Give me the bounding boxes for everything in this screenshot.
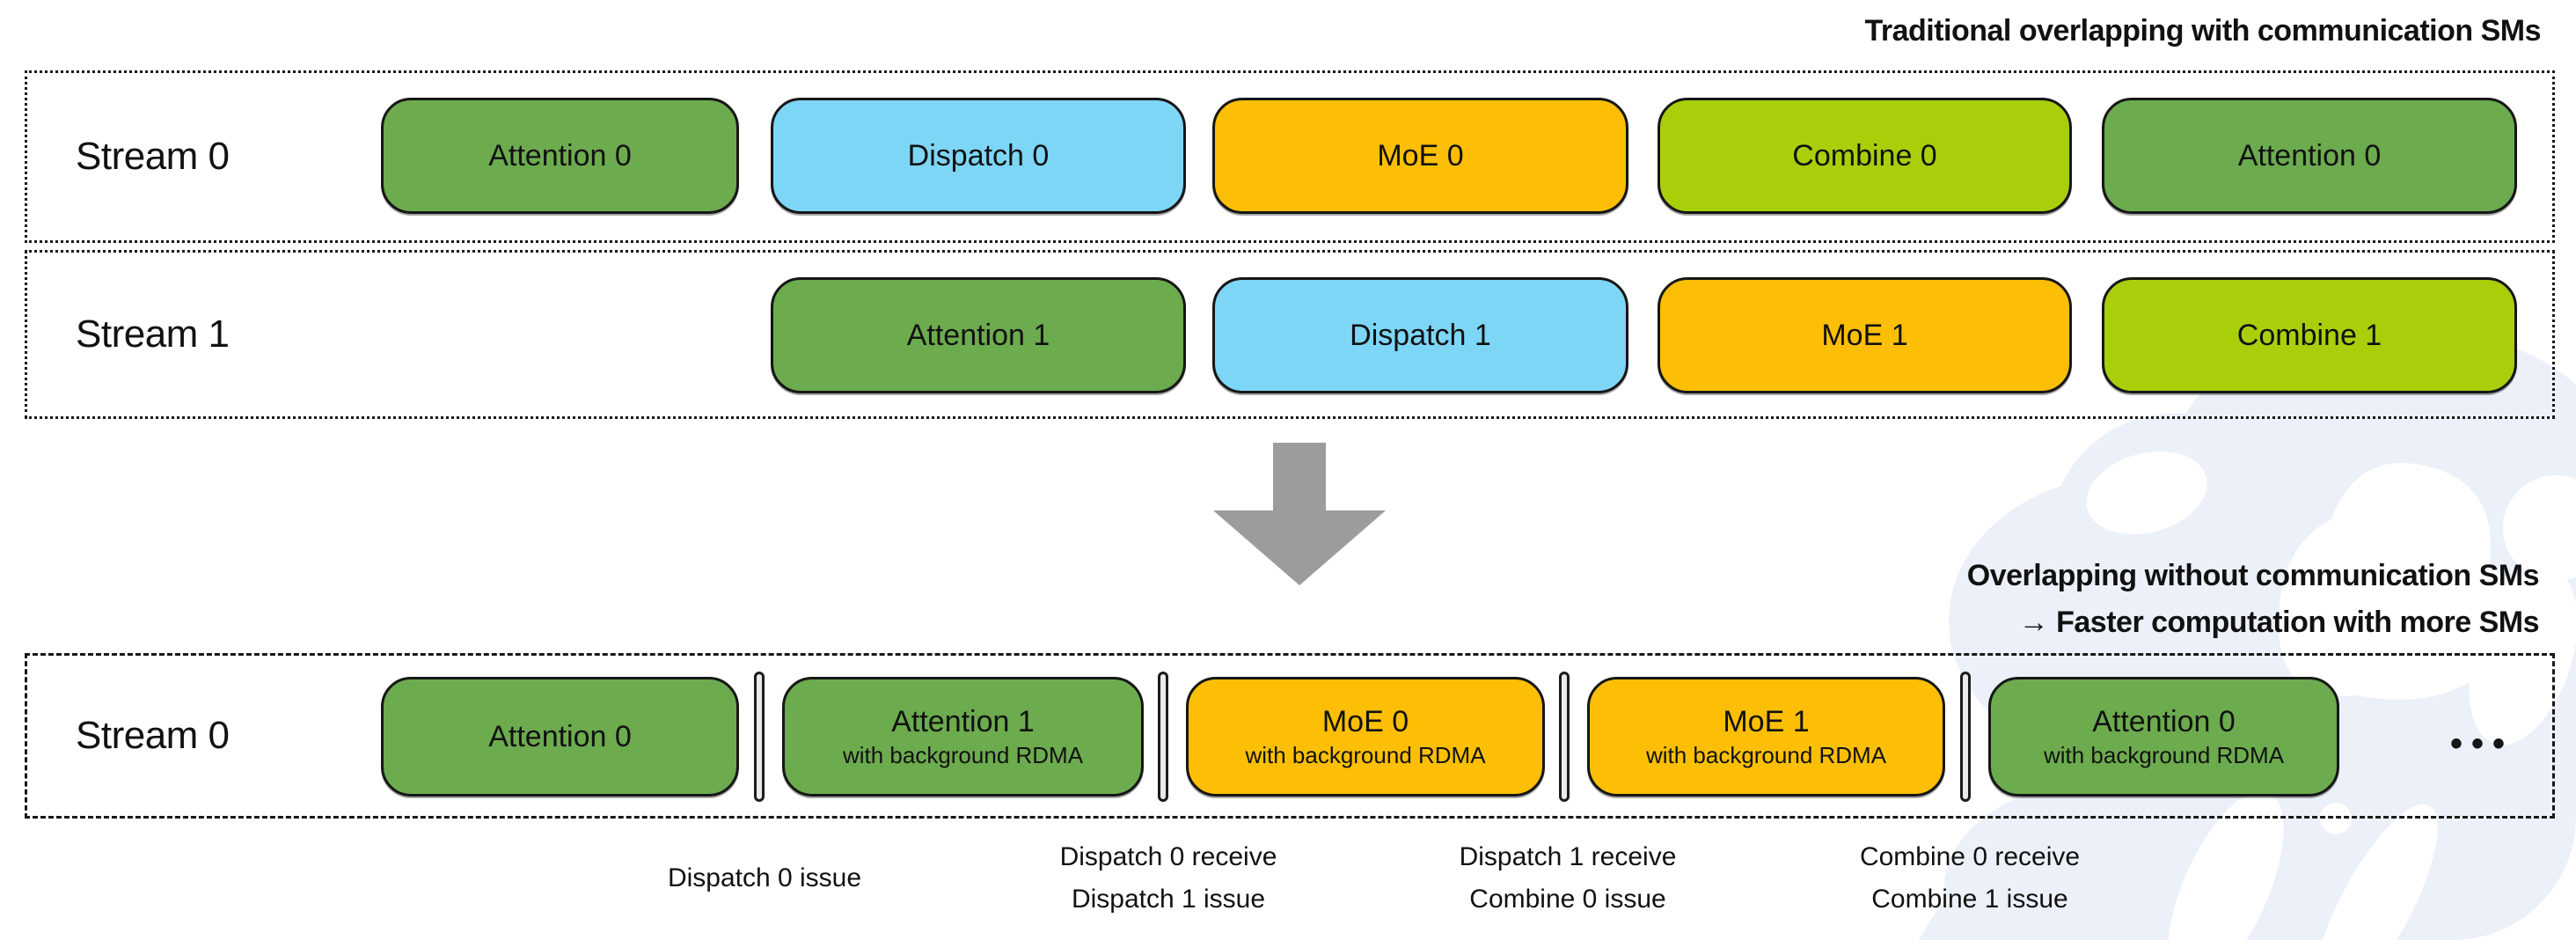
block-label: Attention 1 [906,319,1050,352]
traditional-stream1-row: Stream 1 Attention 1 Dispatch 1 MoE 1 Co… [25,250,2555,419]
overlapping-title: Overlapping without communication SMs → … [1966,553,2540,646]
annotation-line: Combine 0 issue [1469,885,1666,914]
block-attention-0-next: Attention 0 [2102,98,2517,214]
block-subtitle: with background RDMA [842,742,1084,768]
block-subtitle: with background RDMA [1245,742,1486,768]
annotation-line: Combine 1 issue [1871,885,2068,914]
block-attention-0: Attention 0 [381,98,739,214]
block-label: Attention 1 [891,705,1035,738]
block-label: Combine 0 [1792,139,1937,173]
traditional-title: Traditional overlapping with communicati… [1864,14,2541,48]
sync-separator-bar [1559,672,1570,802]
annotation-line: Dispatch 1 receive [1459,842,1677,871]
block-moe-0: MoE 0 [1212,98,1628,214]
overlapping-title-line1: Overlapping without communication SMs [1966,559,2540,592]
annotation-dispatch0-receive: Dispatch 0 receive Dispatch 1 issue [1060,836,1277,921]
stream-label: Stream 0 [76,714,230,757]
block-label: MoE 0 [1377,139,1464,173]
block-label: Attention 0 [488,139,632,173]
overlapping-title-line2: → Faster computation with more SMs [2018,606,2540,639]
down-arrow-icon [1213,443,1386,585]
continuation-ellipsis: ••• [2449,724,2514,763]
block-moe-1-rdma: MoE 1 with background RDMA [1587,677,1945,797]
traditional-stream0-row: Stream 0 Attention 0 Dispatch 0 MoE 0 Co… [25,70,2555,243]
block-attention-1: Attention 1 [771,277,1186,393]
sync-separator-bar [1960,672,1971,802]
block-label: Dispatch 0 [907,139,1050,173]
block-attention-0: Attention 0 [381,677,739,797]
block-label: Attention 0 [488,720,632,753]
stream-label: Stream 1 [76,312,230,356]
block-label: Dispatch 1 [1350,319,1491,352]
block-subtitle: with background RDMA [2043,742,2285,768]
annotation-line: Dispatch 1 issue [1071,885,1266,914]
block-dispatch-1: Dispatch 1 [1212,277,1628,393]
block-label: Combine 1 [2236,319,2382,352]
block-attention-0-rdma: Attention 0 with background RDMA [1988,677,2339,797]
fused-stream0-row: Stream 0 Attention 0 Attention 1 with ba… [25,653,2555,819]
sync-separator-bar [754,672,765,802]
annotation-dispatch0-issue: Dispatch 0 issue [668,836,861,900]
block-label: MoE 1 [1821,319,1908,352]
block-label: Attention 0 [2237,139,2382,173]
block-dispatch-0: Dispatch 0 [771,98,1186,214]
annotation-line: Combine 0 receive [1859,842,2081,871]
annotation-line: Dispatch 0 issue [667,863,862,892]
block-label: MoE 1 [1723,705,1810,738]
block-moe-1: MoE 1 [1658,277,2072,393]
block-combine-1: Combine 1 [2102,277,2517,393]
annotation-combine0-receive: Combine 0 receive Combine 1 issue [1860,836,2080,921]
annotation-line: Dispatch 0 receive [1059,842,1277,871]
block-label: Attention 0 [2092,705,2236,738]
block-combine-0: Combine 0 [1658,98,2072,214]
block-subtitle: with background RDMA [1645,742,1887,768]
watermark-highlights [2086,451,2576,940]
block-attention-1-rdma: Attention 1 with background RDMA [782,677,1144,797]
block-label: MoE 0 [1321,705,1409,738]
annotation-dispatch1-receive: Dispatch 1 receive Combine 0 issue [1460,836,1677,921]
sync-separator-bar [1158,672,1168,802]
stream-label: Stream 0 [76,135,230,178]
block-moe-0-rdma: MoE 0 with background RDMA [1186,677,1545,797]
